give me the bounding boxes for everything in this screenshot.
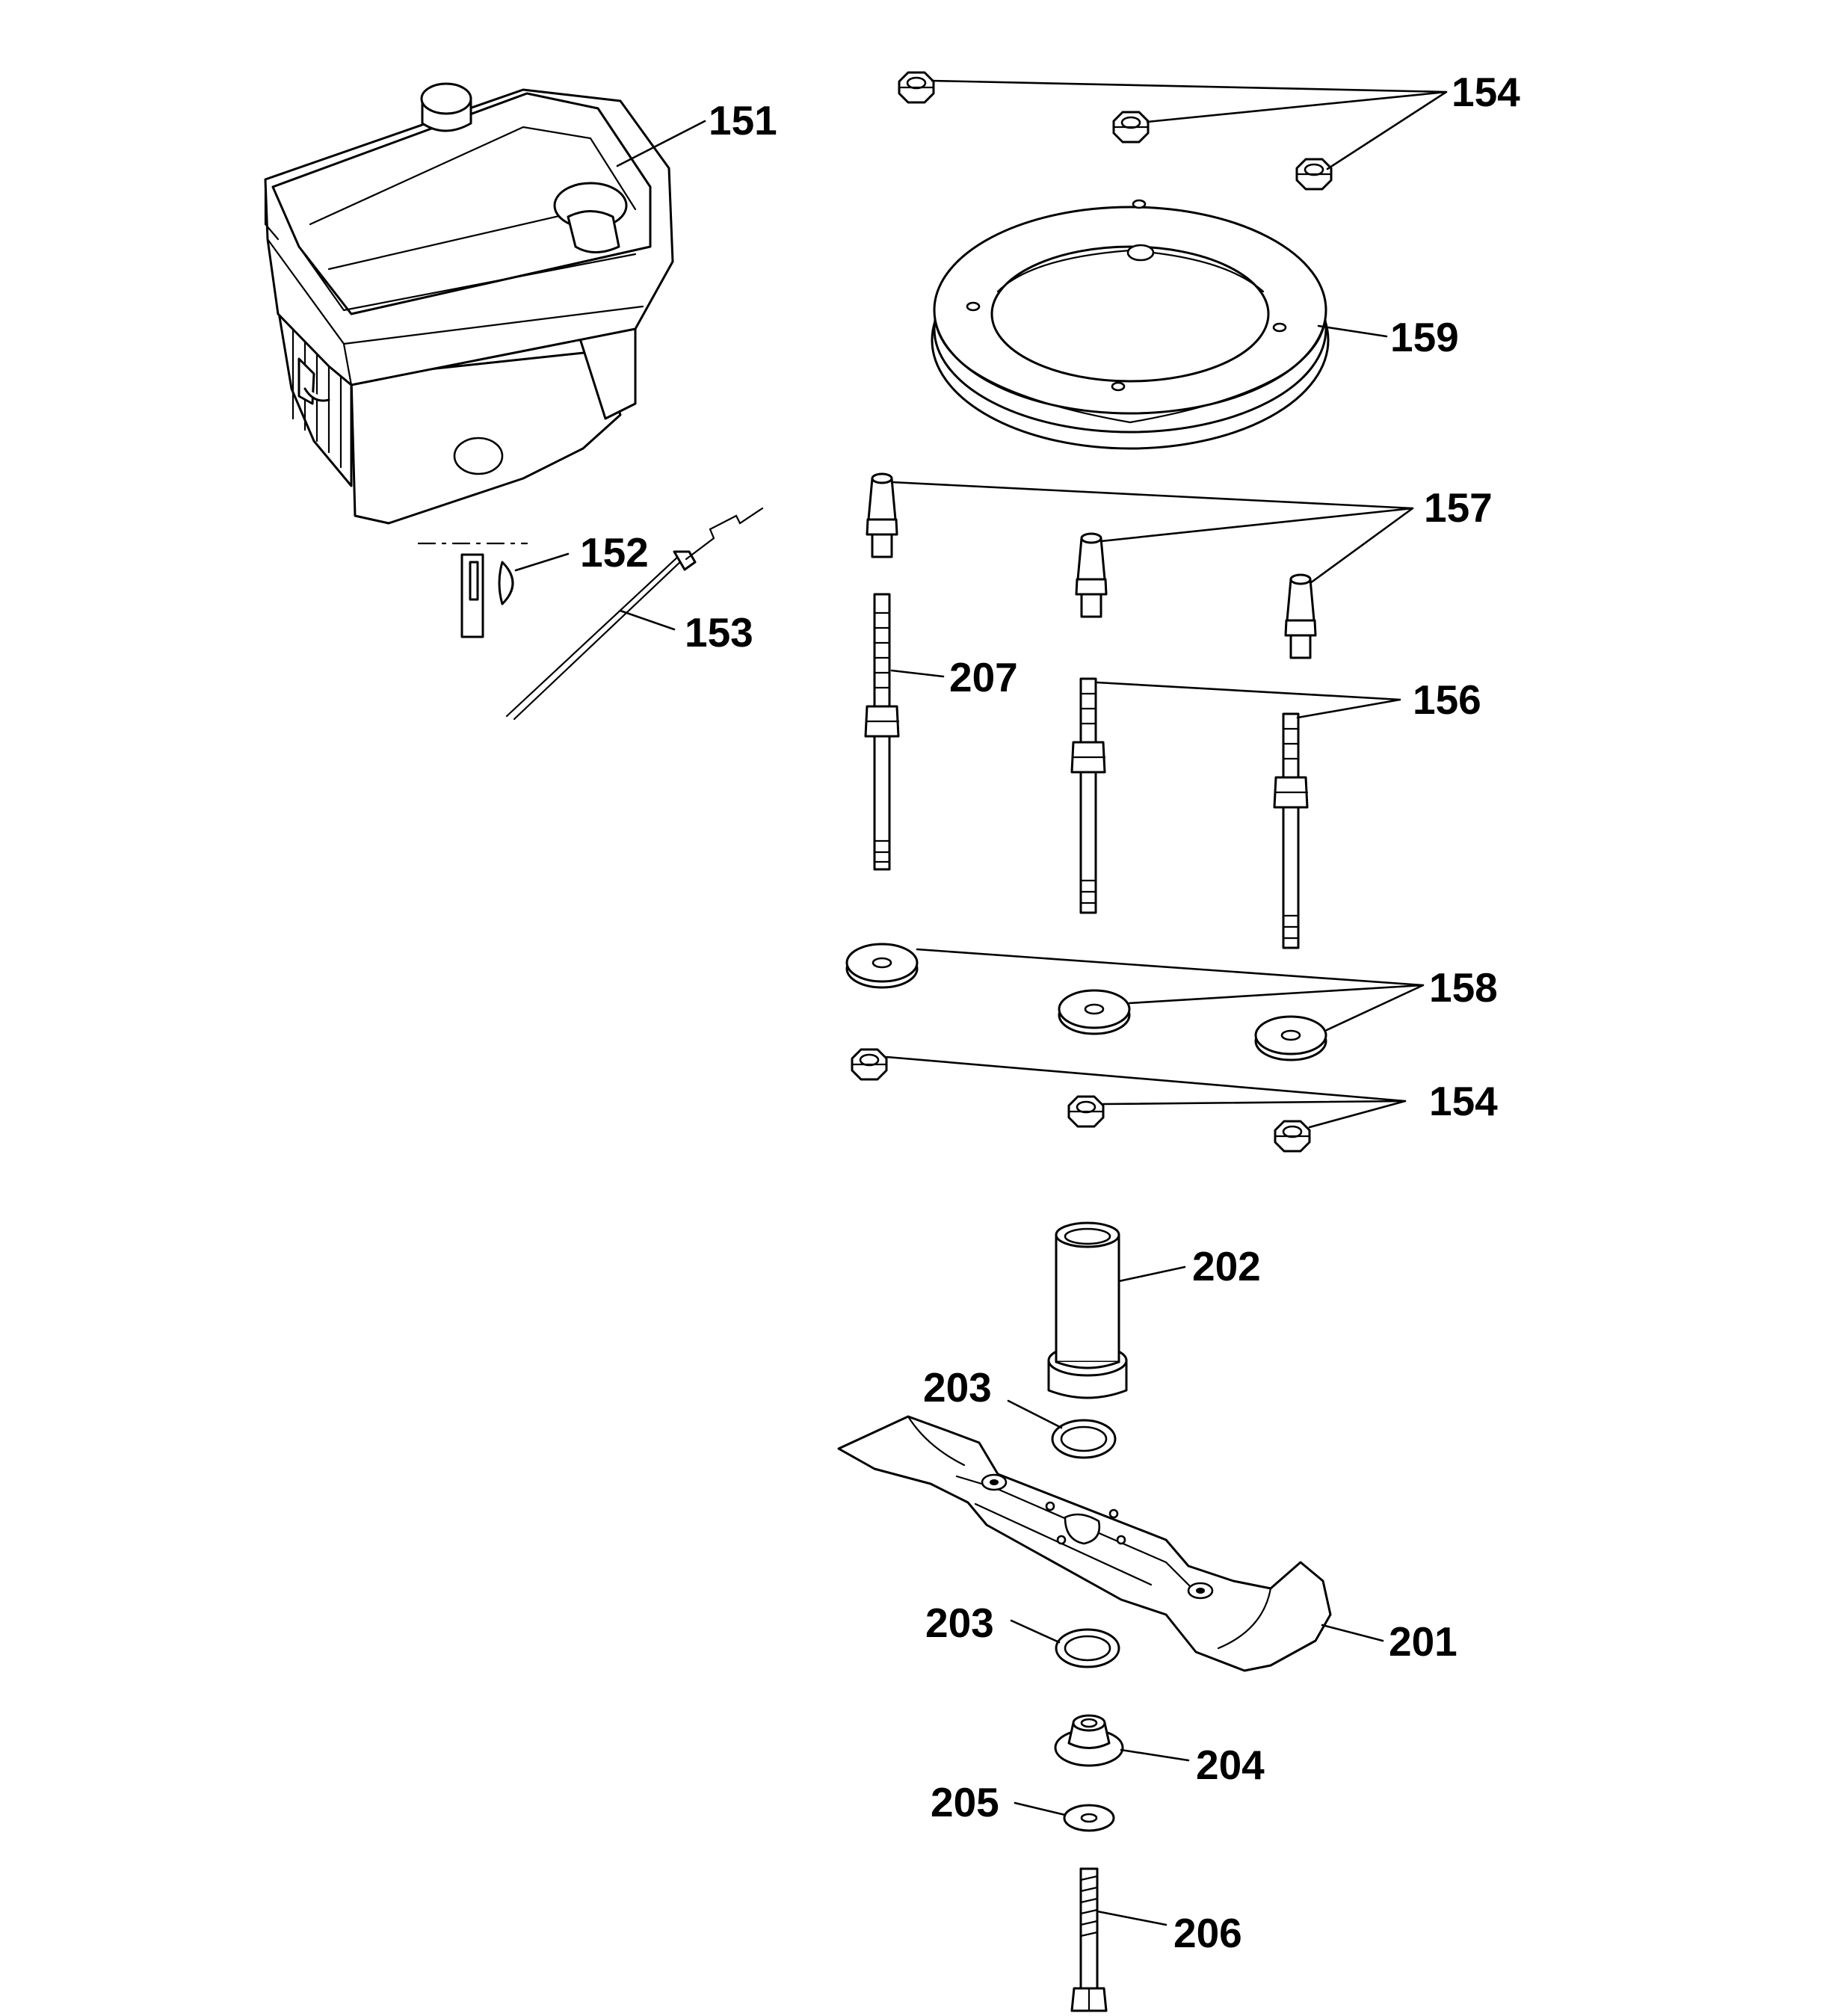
label-203-upper: 203 bbox=[923, 1364, 992, 1411]
engine bbox=[264, 82, 674, 525]
nuts-bottom bbox=[851, 1048, 1311, 1153]
label-202: 202 bbox=[1192, 1243, 1261, 1289]
mower-blade bbox=[837, 1415, 1332, 1672]
shaft-key bbox=[417, 542, 528, 638]
part-labels: 151 152 153 154 159 157 207 156 158 154 … bbox=[580, 69, 1520, 1956]
label-153: 153 bbox=[685, 609, 753, 656]
leader-lines bbox=[514, 79, 1448, 1926]
blade-adapter bbox=[1047, 1221, 1128, 1399]
lock-washer bbox=[1063, 1804, 1115, 1832]
label-154-bottom: 154 bbox=[1429, 1078, 1498, 1124]
washer-lower bbox=[1055, 1628, 1120, 1668]
label-156: 156 bbox=[1413, 676, 1481, 723]
label-151: 151 bbox=[709, 97, 777, 144]
label-157: 157 bbox=[1424, 484, 1493, 531]
nuts-top bbox=[898, 71, 1333, 191]
label-203-lower: 203 bbox=[925, 1600, 994, 1646]
label-207: 207 bbox=[949, 654, 1018, 700]
blade-hub bbox=[1054, 1714, 1124, 1767]
label-158: 158 bbox=[1429, 964, 1498, 1011]
blade-bolt bbox=[1070, 1867, 1108, 2012]
engine-mount-ring bbox=[931, 199, 1330, 450]
label-201: 201 bbox=[1389, 1618, 1458, 1665]
studs bbox=[864, 593, 1309, 949]
washer-upper bbox=[1051, 1419, 1117, 1459]
label-206: 206 bbox=[1173, 1910, 1242, 1956]
washers bbox=[845, 943, 1327, 1061]
label-152: 152 bbox=[580, 529, 649, 576]
label-154-top: 154 bbox=[1452, 69, 1520, 115]
spacers bbox=[866, 472, 1317, 659]
label-159: 159 bbox=[1390, 314, 1459, 360]
label-205: 205 bbox=[931, 1779, 999, 1825]
label-204: 204 bbox=[1196, 1742, 1265, 1788]
throttle-cable bbox=[505, 507, 764, 721]
